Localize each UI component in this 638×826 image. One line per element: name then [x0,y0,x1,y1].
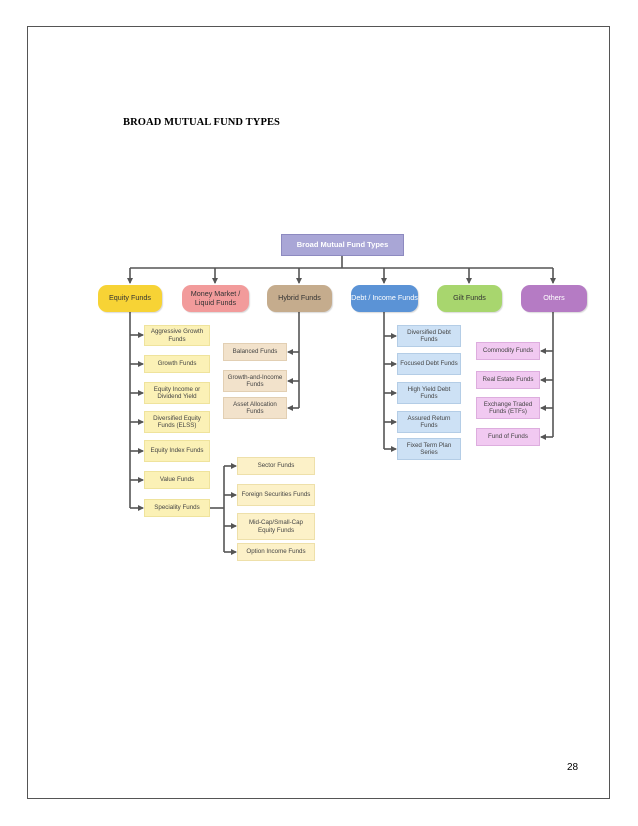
debt-fund-node: Focused Debt Funds [397,353,461,375]
debt-fund-node: High Yield Debt Funds [397,382,461,404]
others-fund-node: Exchange Traded Funds (ETFs) [476,397,540,419]
category-debt-income-funds: Debt / Income Funds [351,285,418,312]
others-fund-node: Fund of Funds [476,428,540,446]
hybrid-fund-node: Growth-and-Income Funds [223,370,287,392]
debt-fund-node: Fixed Term Plan Series [397,438,461,460]
others-fund-node: Real Estate Funds [476,371,540,389]
hybrid-fund-node: Asset Allocation Funds [223,397,287,419]
speciality-fund-node: Option Income Funds [237,543,315,561]
category-others: Others [521,285,587,312]
equity-fund-node: Value Funds [144,471,210,489]
page-title: BROAD MUTUAL FUND TYPES [123,117,280,128]
equity-fund-node: Equity Index Funds [144,440,210,462]
category-gilt-funds: Gilt Funds [437,285,502,312]
page-border [27,26,610,799]
equity-fund-node: Equity Income or Dividend Yield [144,382,210,404]
category-money-market-funds: Money Market / Liquid Funds [182,285,249,312]
debt-fund-node: Diversified Debt Funds [397,325,461,347]
equity-fund-node: Speciality Funds [144,499,210,517]
equity-fund-node: Growth Funds [144,355,210,373]
speciality-fund-node: Mid-Cap/Small-Cap Equity Funds [237,513,315,540]
speciality-fund-node: Sector Funds [237,457,315,475]
root-node: Broad Mutual Fund Types [281,234,404,256]
equity-fund-node: Diversified Equity Funds (ELSS) [144,411,210,433]
hybrid-fund-node: Balanced Funds [223,343,287,361]
equity-fund-node: Aggressive Growth Funds [144,325,210,346]
debt-fund-node: Assured Return Funds [397,411,461,433]
category-equity-funds: Equity Funds [98,285,162,312]
speciality-fund-node: Foreign Securities Funds [237,484,315,506]
category-hybrid-funds: Hybrid Funds [267,285,332,312]
page-number: 28 [567,762,579,773]
others-fund-node: Commodity Funds [476,342,540,360]
